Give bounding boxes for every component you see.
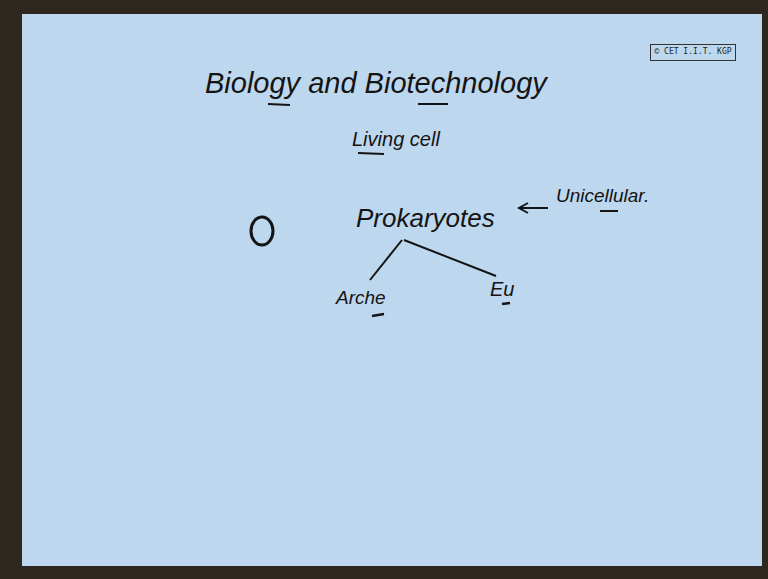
handwritten-label: Eu [490,278,514,300]
lecture-title: Biology and Biotechnology [205,68,547,100]
handwritten-label: Arche [336,288,386,309]
handwritten-label: Unicellular. [556,186,649,207]
handwritten-label: Prokaryotes [356,204,495,233]
watermark-text: © CET I.I.T. KGP [654,48,731,57]
watermark-box: © CET I.I.T. KGP [650,44,736,61]
handwritten-label: Living cell [352,128,440,150]
